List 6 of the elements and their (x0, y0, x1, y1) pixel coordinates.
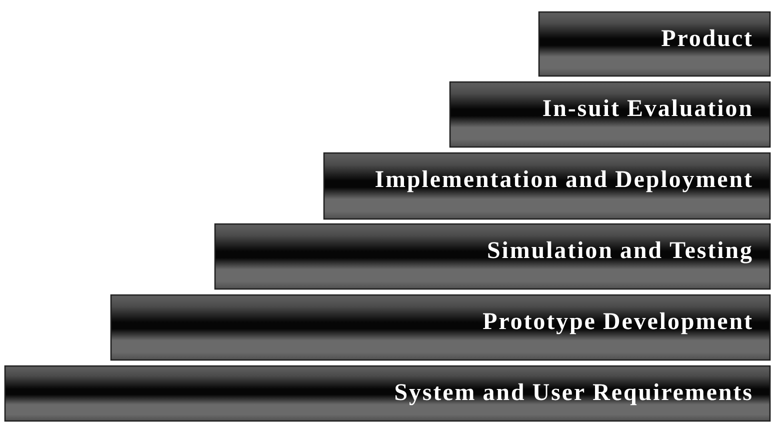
step-bar: Product (538, 11, 771, 77)
step-bar: Prototype Development (110, 294, 771, 361)
step-bar: Implementation and Deployment (323, 152, 771, 220)
step-bar: Simulation and Testing (214, 223, 771, 290)
step-bar: In-suit Evaluation (449, 81, 771, 148)
step-bar: System and User Requirements (4, 365, 771, 422)
